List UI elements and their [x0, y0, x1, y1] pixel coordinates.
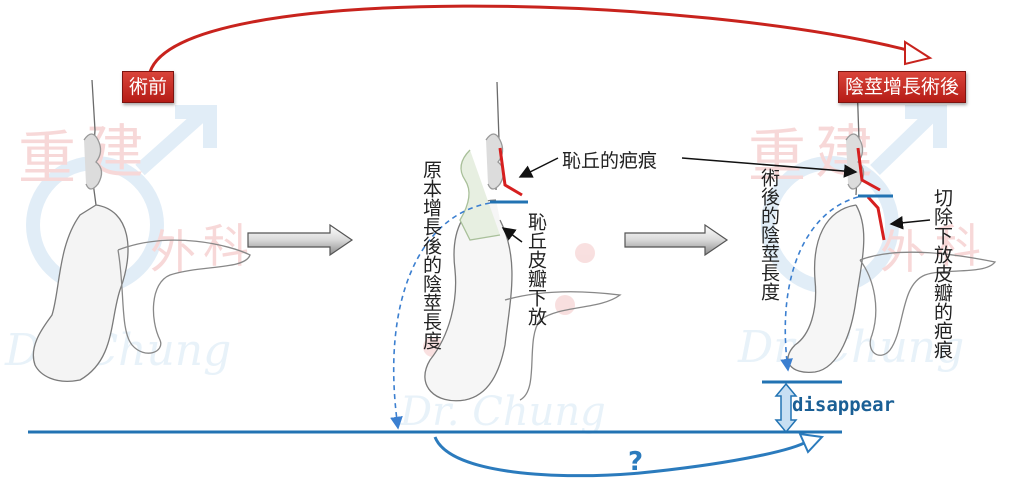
watermark-char: 重	[748, 122, 806, 190]
label-after-length: 術後的陰莖長度	[758, 168, 780, 301]
watermark-char: 重	[18, 124, 76, 192]
pointer-flap-middle	[501, 227, 523, 243]
top-curved-arrowhead	[904, 40, 933, 66]
bottom-curved-arrow	[433, 436, 809, 478]
length-dashed-arrow-after	[780, 196, 859, 372]
watermark-signature: Dr. Chung	[399, 389, 606, 435]
label-after-surgery: 陰莖增長術後	[838, 71, 967, 103]
length-dashed-arrow-middle	[390, 202, 491, 430]
bottom-curved-arrowhead	[798, 432, 825, 454]
disappear-double-arrow	[774, 382, 798, 434]
watermark-char: 建	[815, 118, 873, 186]
pointer-scar-middle	[518, 157, 559, 178]
flow-arrow-2	[624, 223, 729, 257]
scar-mark-after-lower	[866, 195, 886, 241]
scar-mark-middle	[498, 147, 523, 197]
watermark-char: 外	[150, 225, 196, 279]
label-excise-flap-scar: 切除下放皮瓣的疤痕	[931, 188, 953, 359]
label-pubic-flap: 恥丘皮瓣下放	[525, 212, 547, 326]
label-disappear: disappear	[792, 394, 895, 416]
penis-illustration-before	[32, 79, 251, 382]
scar-mark-after-top	[856, 147, 881, 192]
label-pubic-scar: 恥丘的疤痕	[562, 150, 658, 172]
label-question: ?	[628, 447, 644, 477]
watermark-signature: Dr. Chung	[737, 322, 964, 373]
label-before-surgery: 術前	[122, 71, 175, 103]
watermark-right: 重 建 外 科 Dr. Chung	[737, 105, 981, 373]
flow-arrow-1	[247, 223, 354, 257]
top-curved-arrow	[148, 4, 916, 73]
watermark-char: 科	[935, 219, 981, 273]
penis-illustration-middle	[424, 81, 622, 402]
pointer-scar-after	[681, 157, 858, 178]
pointer-excise-after	[889, 216, 931, 230]
label-original-length: 原本增長後的陰莖長度	[420, 160, 442, 350]
